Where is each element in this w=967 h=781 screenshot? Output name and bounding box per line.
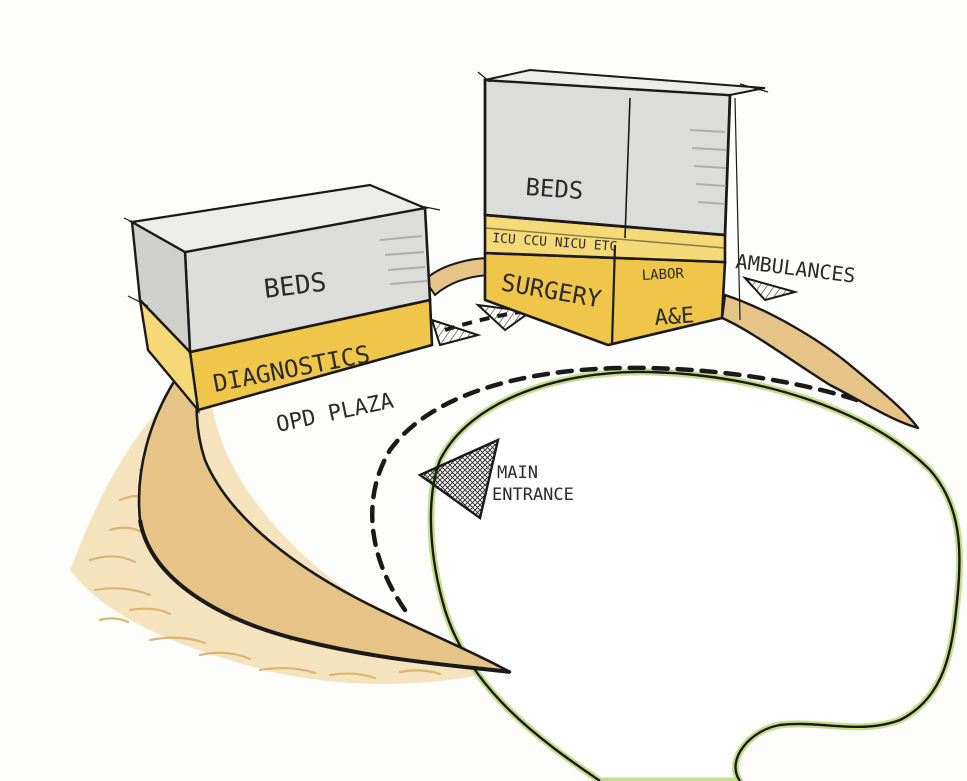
main-entrance-arrow-icon [417, 437, 500, 521]
label-opd-plaza: OPD PLAZA [274, 389, 396, 438]
label-labor: LABOR [641, 266, 684, 284]
arrow-opd-left-icon [430, 318, 482, 347]
label-main-entrance-line1: MAIN [497, 463, 538, 483]
dropoff-loop-dashed [370, 365, 883, 613]
arrow-ambulance-icon [741, 276, 799, 302]
ambulance-road [720, 293, 920, 430]
label-main-entrance-line2: ENTRANCE [492, 485, 574, 505]
label-ae: A&E [654, 303, 695, 331]
right-building [477, 68, 769, 347]
label-beds-right: BEDS [525, 173, 585, 205]
connector-road [423, 256, 491, 297]
left-access-road [137, 373, 512, 674]
lawn-area [427, 368, 963, 781]
left-building [123, 183, 441, 414]
